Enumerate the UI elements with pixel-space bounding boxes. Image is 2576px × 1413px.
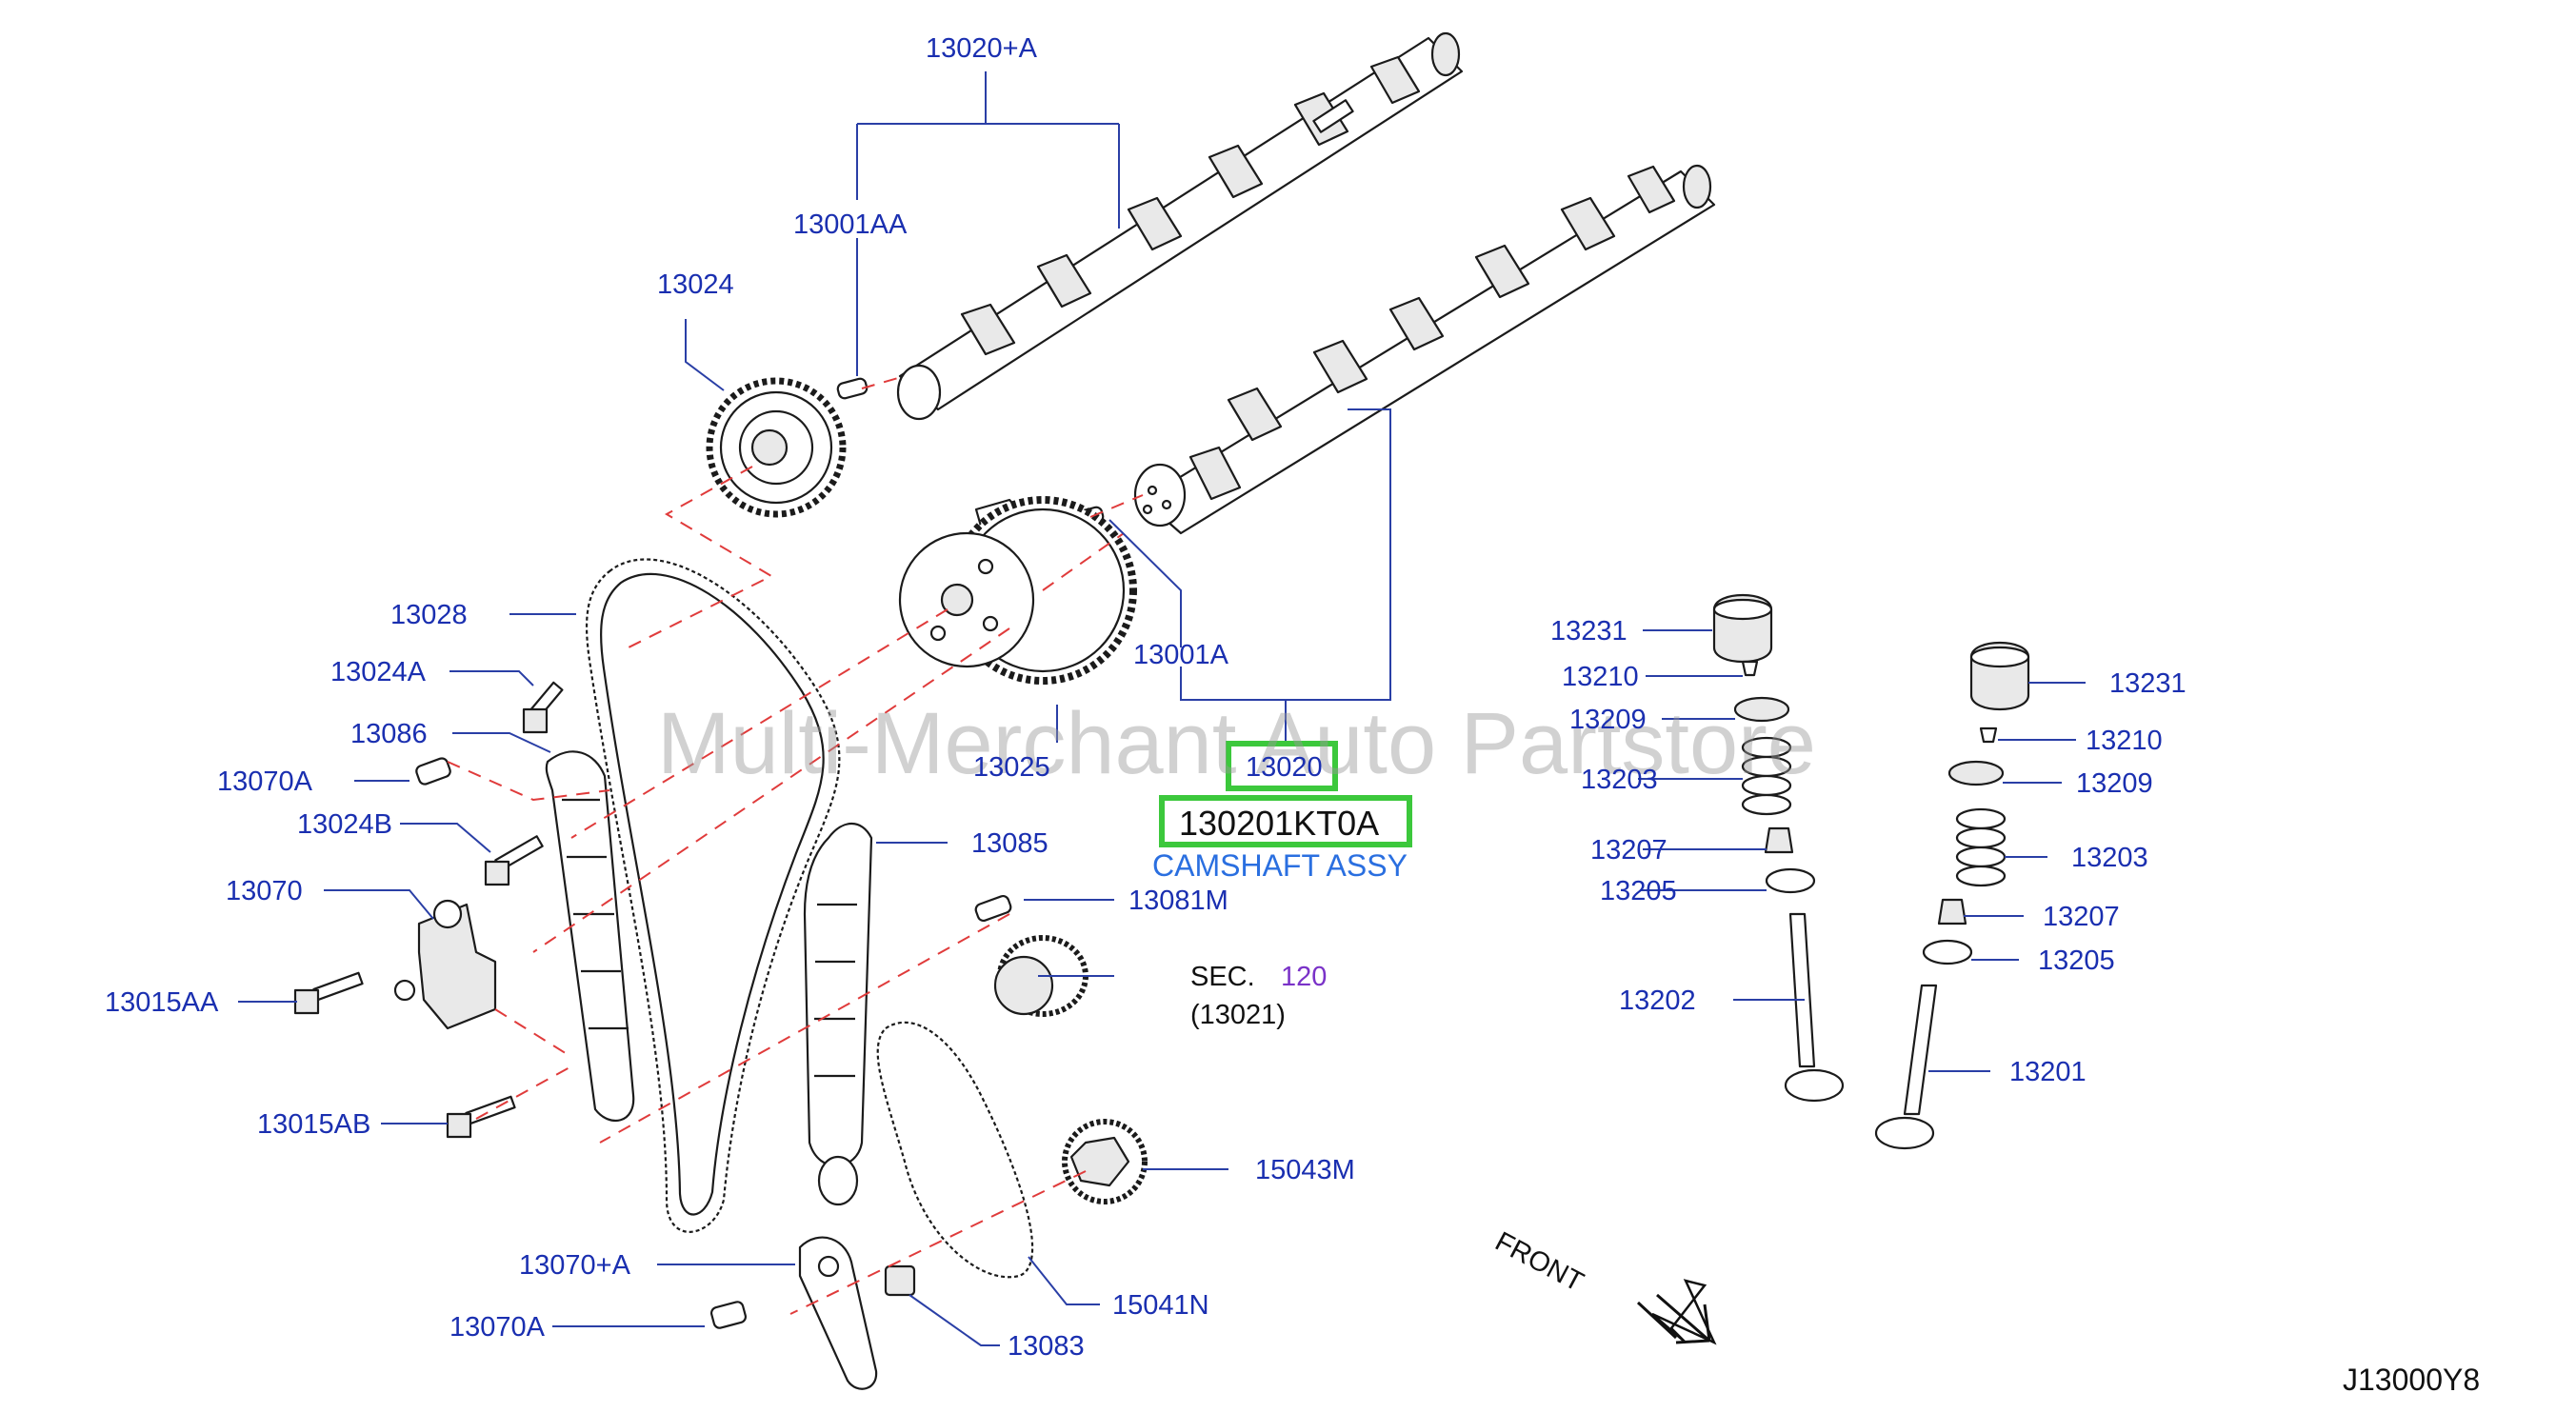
label-13081M[interactable]: 13081M: [1128, 886, 1228, 916]
label-sec-number[interactable]: 120: [1281, 962, 1327, 992]
label-13015AB[interactable]: 13015AB: [257, 1109, 370, 1140]
label-front: FRONT: [1490, 1226, 1588, 1298]
label-13070A-bottom[interactable]: 13070A: [449, 1312, 546, 1343]
label-13210-left[interactable]: 13210: [1562, 662, 1639, 692]
spring-seat-13205-right[interactable]: [1922, 939, 1973, 965]
label-13207-left[interactable]: 13207: [1590, 835, 1667, 866]
camshaft-lower[interactable]: [1133, 164, 1716, 535]
label-13210-right[interactable]: 13210: [2086, 726, 2163, 756]
bolt-13015AA[interactable]: [293, 971, 364, 1015]
chain-tensioner-13070[interactable]: [393, 899, 497, 1030]
pin-13081M[interactable]: [974, 894, 1012, 923]
bolt-13024A[interactable]: [522, 681, 564, 734]
label-13202[interactable]: 13202: [1619, 985, 1696, 1016]
valve-collet-13210-right[interactable]: [1979, 726, 1998, 744]
label-13024[interactable]: 13024: [657, 269, 734, 300]
pin-13070A-top[interactable]: [415, 757, 452, 786]
camshaft-upper[interactable]: [896, 31, 1464, 421]
bolt-13024B[interactable]: [484, 835, 544, 886]
valve-collet-13210-left[interactable]: [1741, 660, 1759, 677]
label-13020[interactable]: 13020: [1246, 752, 1323, 783]
label-13001A[interactable]: 13001A: [1133, 640, 1229, 670]
label-13070[interactable]: 13070: [226, 876, 303, 906]
label-13086[interactable]: 13086: [350, 719, 428, 749]
nut-13083[interactable]: [884, 1264, 916, 1297]
valve-seal-13207-right[interactable]: [1937, 898, 1967, 925]
chain-guide-13085[interactable]: [803, 823, 873, 1206]
label-13209-right[interactable]: 13209: [2076, 768, 2153, 799]
valve-13201[interactable]: [1874, 984, 1938, 1150]
dowel-pin-13001AA[interactable]: [836, 377, 869, 400]
spring-retainer-13209-right[interactable]: [1947, 760, 2005, 786]
watermark: Multi-Merchant Auto Partstore: [657, 695, 1816, 792]
spring-seat-13205-left[interactable]: [1765, 867, 1816, 894]
tensioner-arm-13070pA[interactable]: [798, 1236, 878, 1390]
label-13085[interactable]: 13085: [971, 828, 1048, 859]
label-13070pA[interactable]: 13070+A: [519, 1250, 631, 1281]
highlight-box-part-number: [1159, 795, 1412, 847]
label-13231-left[interactable]: 13231: [1550, 616, 1627, 647]
label-13001AA[interactable]: 13001AA: [793, 209, 908, 240]
label-13203-left[interactable]: 13203: [1581, 765, 1658, 795]
alignment-lines: [447, 375, 1144, 1315]
valve-seal-13207-left[interactable]: [1764, 826, 1794, 854]
label-13203-right[interactable]: 13203: [2071, 843, 2148, 873]
chain-guide-13086[interactable]: [545, 750, 635, 1123]
pin-13070A-bottom[interactable]: [709, 1301, 748, 1329]
label-13070A-top[interactable]: 13070A: [217, 766, 313, 797]
label-13025[interactable]: 13025: [973, 752, 1050, 783]
label-13231-right[interactable]: 13231: [2109, 668, 2187, 699]
oil-pump-sprocket-15043M[interactable]: [1062, 1119, 1148, 1204]
vtc-sprocket-13025[interactable]: [898, 496, 1137, 685]
label-13205-left[interactable]: 13205: [1600, 876, 1677, 906]
leader-lines: [238, 71, 2086, 1346]
label-13205-right[interactable]: 13205: [2038, 945, 2115, 976]
label-13015AA[interactable]: 13015AA: [105, 987, 219, 1018]
label-13024A[interactable]: 13024A: [330, 657, 427, 687]
valve-lifter-13231-left[interactable]: [1712, 593, 1773, 664]
label-13209-left[interactable]: 13209: [1569, 705, 1647, 735]
label-sec-sub[interactable]: (13021): [1190, 1000, 1286, 1030]
label-sec[interactable]: SEC.: [1190, 962, 1255, 992]
valve-lifter-13231-right[interactable]: [1969, 641, 2030, 711]
spring-retainer-13209-left[interactable]: [1733, 696, 1790, 723]
valve-spring-13203-right[interactable]: [1955, 807, 2007, 887]
label-13024B[interactable]: 13024B: [297, 809, 392, 840]
diagram-code: J13000Y8: [2343, 1363, 2480, 1397]
valve-spring-13203-left[interactable]: [1741, 736, 1792, 816]
label-15043M[interactable]: 15043M: [1255, 1155, 1355, 1185]
label-13201[interactable]: 13201: [2009, 1057, 2087, 1087]
label-15041N[interactable]: 15041N: [1112, 1290, 1209, 1321]
label-camshaft-assy[interactable]: CAMSHAFT ASSY: [1152, 848, 1408, 883]
label-13028[interactable]: 13028: [390, 600, 468, 630]
front-arrow-icon: [1636, 1279, 1717, 1345]
label-13207-right[interactable]: 13207: [2043, 902, 2120, 932]
label-13020A[interactable]: 13020+A: [926, 33, 1038, 64]
label-13083[interactable]: 13083: [1008, 1331, 1085, 1362]
timing-chain-13028[interactable]: [586, 558, 841, 1233]
valve-13202[interactable]: [1784, 912, 1845, 1103]
sprocket-13024[interactable]: [706, 377, 847, 518]
highlight-box-13020: [1226, 741, 1338, 791]
label-part-number[interactable]: 130201KT0A: [1179, 804, 1379, 843]
oil-pump-chain-15041N[interactable]: [876, 1021, 1034, 1279]
